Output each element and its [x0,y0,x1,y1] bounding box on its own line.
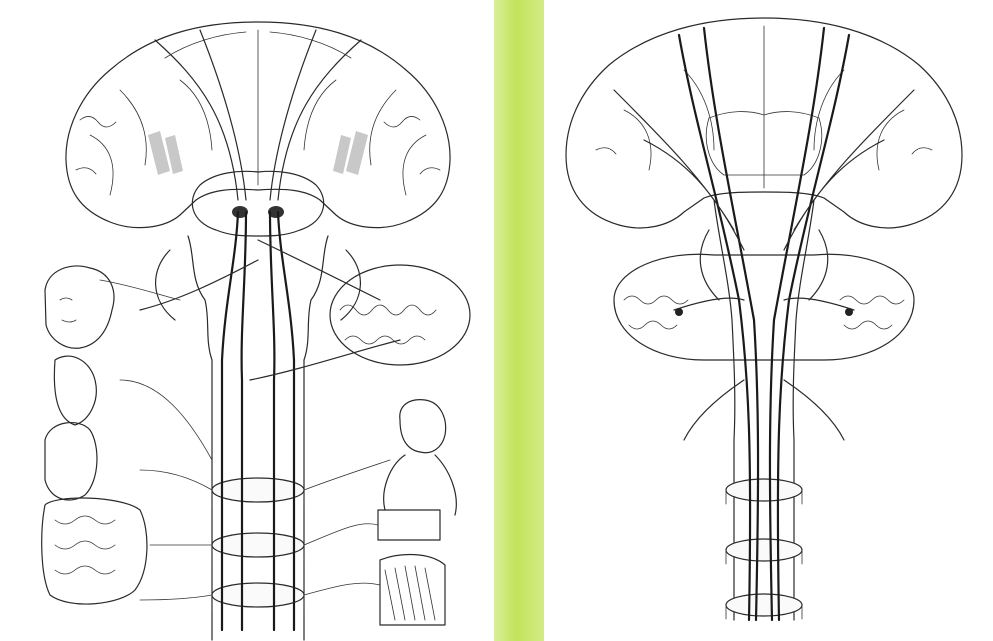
right-tract-3 [778,35,849,620]
left-spinal-slice-1 [212,478,304,502]
right-spinal-slice-1 [726,479,802,501]
right-diagram-panel [544,0,993,641]
right-cerebellum [614,254,914,360]
left-basal-ganglia-shade [148,131,183,175]
left-brainstem [188,236,328,640]
right-tract-1 [679,35,750,620]
left-throat-figure [54,356,96,425]
right-spinal-slice-2 [726,539,802,561]
left-diagram-panel [0,0,500,641]
left-lungs-figure [45,423,97,500]
green-divider [494,0,544,641]
left-tract-3 [270,212,274,630]
left-tract-2 [242,212,246,630]
left-neuroanatomy-drawing [0,0,500,641]
right-cerebrum-inner-gyri [596,26,932,188]
left-tract-4 [278,212,294,630]
right-neuroanatomy-drawing [544,0,993,641]
left-spinal-slice-3 [212,583,304,607]
left-abdomen-figure [42,498,147,604]
right-spinal-slice-3 [726,594,802,616]
left-spinal-slice-2 [212,533,304,557]
left-skin-section [378,510,440,540]
left-muscle-section [380,555,445,625]
left-cerebrum-inner-gyri [90,30,426,195]
left-cerebellum [330,265,470,365]
left-head-figure [45,266,114,348]
left-man-figure [384,400,457,515]
